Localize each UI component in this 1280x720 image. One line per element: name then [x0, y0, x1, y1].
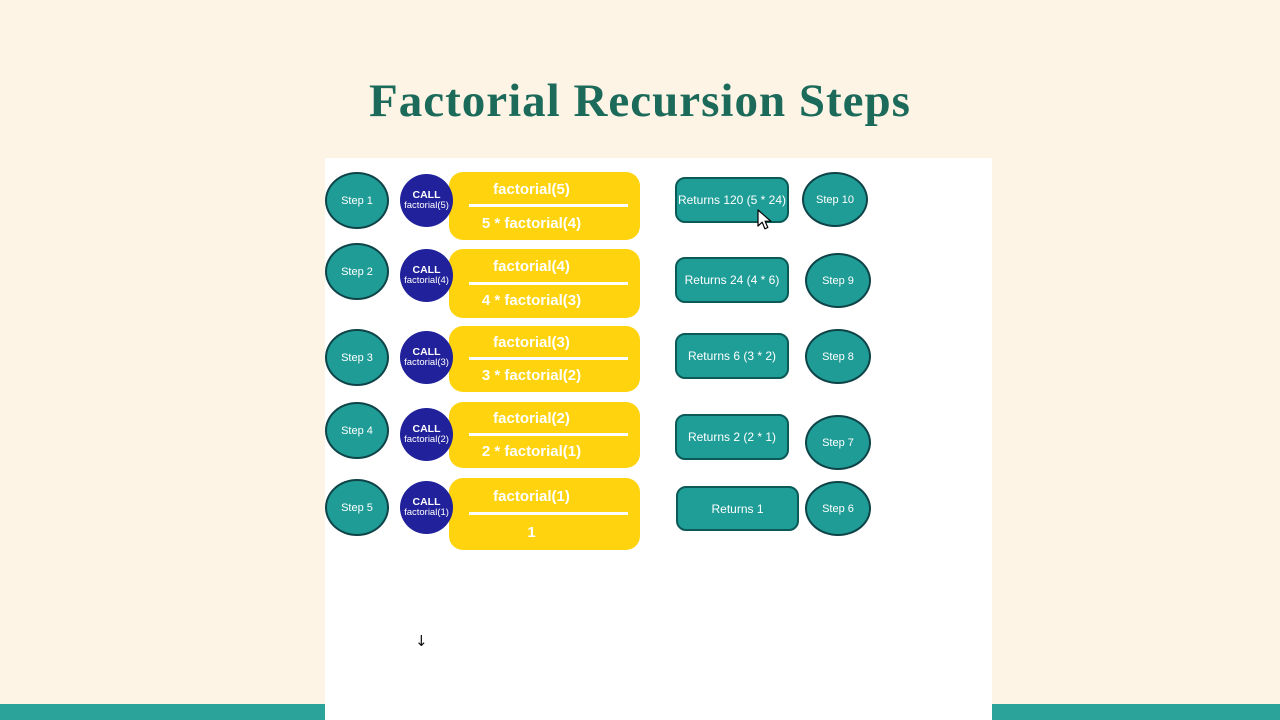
step-label: Step 10: [816, 193, 854, 206]
returns-box: Returns 6 (3 * 2): [675, 333, 789, 379]
call-label: CALL: [412, 346, 441, 358]
returns-label: Returns 6 (3 * 2): [687, 349, 777, 363]
expression-bottom: 3 * factorial(2): [481, 367, 582, 384]
step-circle: Step 7: [805, 415, 871, 470]
call-function-label: factorial(1): [404, 507, 449, 519]
down-arrow-icon: ↓: [415, 632, 428, 650]
call-function-label: factorial(2): [404, 434, 449, 446]
expression-divider: [469, 281, 628, 285]
step-label: Step 2: [341, 265, 373, 278]
expression-bottom: 4 * factorial(3): [481, 292, 582, 310]
returns-label: Returns 1: [711, 501, 764, 516]
step-circle: Step 3: [325, 329, 389, 386]
step-label: Step 9: [822, 274, 854, 287]
step-label: Step 4: [341, 424, 373, 437]
expression-divider: [469, 357, 628, 360]
expression-divider: [469, 433, 628, 436]
returns-label: Returns 2 (2 * 1): [687, 430, 777, 444]
step-circle: Step 8: [805, 329, 871, 384]
expression-bottom: 1: [527, 523, 536, 541]
expression-divider: [469, 512, 628, 515]
step-label: Step 6: [822, 502, 854, 515]
expression-box: factorial(3) 3 * factorial(2): [449, 326, 640, 392]
expression-divider: [469, 204, 628, 207]
step-circle: Step 6: [805, 481, 871, 536]
expression-box: factorial(5) 5 * factorial(4): [449, 172, 640, 240]
returns-label: Returns 24 (4 * 6): [684, 273, 780, 287]
expression-bottom: 2 * factorial(1): [481, 443, 582, 460]
call-label: CALL: [412, 264, 441, 276]
expression-top: factorial(5): [493, 180, 570, 198]
returns-box: Returns 1: [676, 486, 799, 531]
step-circle: Step 9: [805, 253, 871, 308]
expression-top: factorial(4): [493, 257, 570, 275]
returns-box: Returns 24 (4 * 6): [675, 257, 789, 303]
step-circle: Step 4: [325, 402, 389, 459]
returns-label: Returns 120 (5 * 24): [677, 193, 787, 207]
mouse-cursor-icon: [757, 209, 772, 230]
step-circle: Step 1: [325, 172, 389, 229]
expression-top: factorial(1): [493, 487, 570, 505]
step-circle: Step 10: [802, 172, 868, 227]
step-label: Step 5: [341, 501, 373, 514]
call-label: CALL: [412, 189, 441, 201]
returns-box: Returns 120 (5 * 24): [675, 177, 789, 223]
call-function-label: factorial(4): [404, 275, 449, 287]
returns-box: Returns 2 (2 * 1): [675, 414, 789, 460]
expression-top: factorial(2): [493, 410, 570, 427]
step-circle: Step 5: [325, 479, 389, 536]
call-function-label: factorial(3): [404, 357, 449, 369]
expression-bottom: 5 * factorial(4): [481, 214, 582, 232]
call-label: CALL: [412, 423, 441, 435]
expression-top: factorial(3): [493, 334, 570, 351]
step-label: Step 8: [822, 350, 854, 363]
step-circle: Step 2: [325, 243, 389, 300]
step-label: Step 7: [822, 436, 854, 449]
expression-box: factorial(2) 2 * factorial(1): [449, 402, 640, 468]
step-label: Step 1: [341, 194, 373, 207]
page-title: Factorial Recursion Steps: [369, 75, 911, 127]
call-label: CALL: [412, 496, 441, 508]
step-label: Step 3: [341, 351, 373, 364]
expression-box: factorial(1) 1: [449, 478, 640, 550]
expression-box: factorial(4) 4 * factorial(3): [449, 249, 640, 318]
call-function-label: factorial(5): [404, 200, 449, 212]
